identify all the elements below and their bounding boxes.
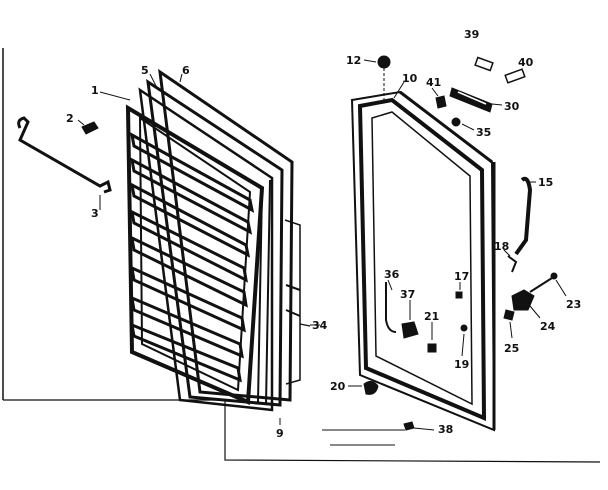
callout-37: 37 bbox=[400, 288, 415, 301]
callout-18: 18 bbox=[494, 240, 509, 253]
callout-34: 34 bbox=[312, 319, 328, 332]
callout-20: 20 bbox=[330, 380, 346, 393]
callout-15: 15 bbox=[538, 176, 553, 189]
callout-38: 38 bbox=[438, 423, 453, 436]
callout-19: 19 bbox=[454, 358, 469, 371]
callout-17: 17 bbox=[454, 270, 469, 283]
callout-36: 36 bbox=[384, 268, 400, 281]
callout-23: 23 bbox=[566, 298, 581, 311]
door-shelves bbox=[129, 132, 255, 383]
callout-40: 40 bbox=[518, 56, 534, 69]
screw-part bbox=[77, 119, 99, 135]
right-leaders bbox=[348, 59, 567, 431]
callout-6: 6 bbox=[182, 64, 190, 77]
callout-3: 3 bbox=[91, 207, 99, 220]
callout-2: 2 bbox=[66, 112, 74, 125]
callout-5: 5 bbox=[141, 64, 149, 77]
outer-door-frame bbox=[350, 90, 496, 432]
callout-41: 41 bbox=[426, 76, 441, 89]
inner-door-panel bbox=[125, 68, 311, 412]
callout-1: 1 bbox=[91, 84, 99, 97]
callout-labels: 1 2 3 5 6 9 10 12 15 17 18 19 20 21 23 2… bbox=[66, 28, 581, 440]
callout-39: 39 bbox=[464, 28, 479, 41]
right-small-parts bbox=[363, 55, 558, 431]
door-rod bbox=[17, 116, 112, 210]
callout-25: 25 bbox=[504, 342, 519, 355]
callout-30: 30 bbox=[504, 100, 520, 113]
callout-9: 9 bbox=[276, 427, 284, 440]
callout-10: 10 bbox=[402, 72, 418, 85]
left-leaders bbox=[99, 73, 320, 425]
callout-24: 24 bbox=[540, 320, 556, 333]
callout-12: 12 bbox=[346, 54, 361, 67]
callout-21: 21 bbox=[424, 310, 439, 323]
callout-35: 35 bbox=[476, 126, 491, 139]
